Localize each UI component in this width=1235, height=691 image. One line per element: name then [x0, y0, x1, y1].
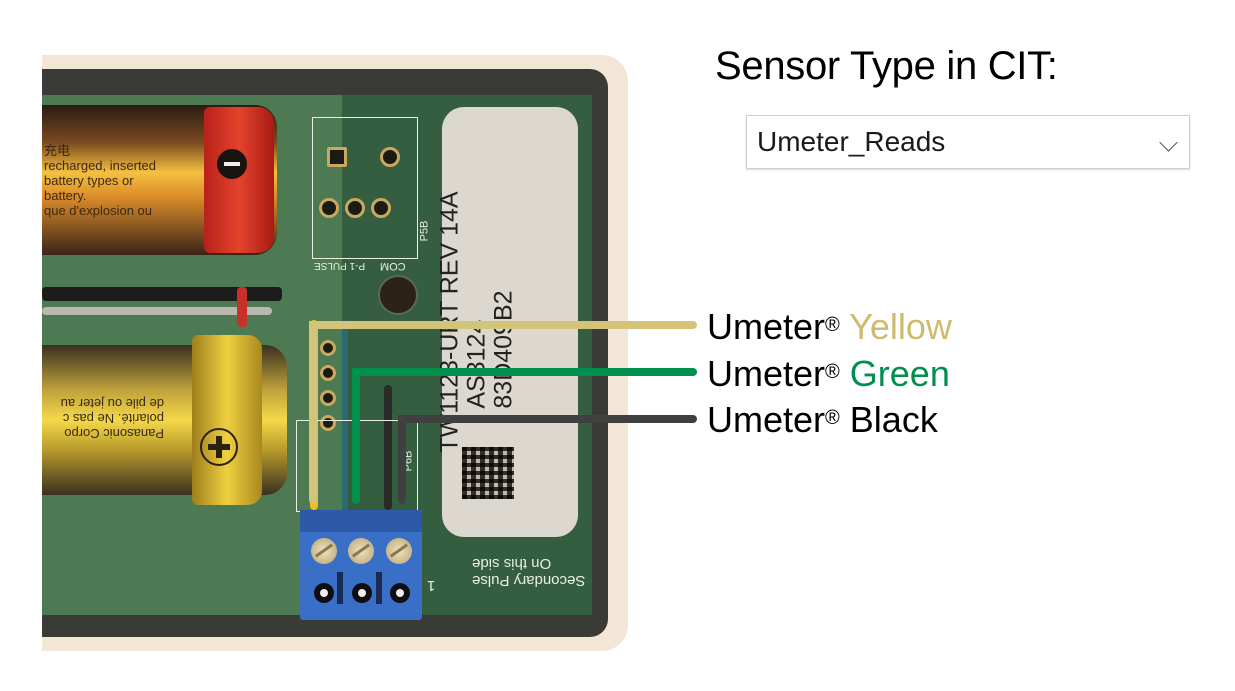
sensor-type-value: Umeter_Reads — [757, 126, 946, 157]
header-pin — [320, 415, 336, 431]
mounting-hole — [378, 275, 418, 315]
wire-red — [237, 287, 247, 327]
leader-line-black — [398, 415, 697, 504]
terminal-hole-2 — [352, 583, 372, 603]
wire-black — [384, 385, 392, 510]
header-pin — [320, 340, 336, 356]
p5b-pin-1 — [327, 147, 347, 167]
leader-line-yellow — [309, 321, 697, 504]
terminal-block — [300, 510, 422, 620]
battery-bottom-cap — [192, 335, 262, 505]
callout-green-wire: Umeter® Green — [707, 353, 950, 394]
terminal-screw-3 — [386, 538, 412, 564]
datamatrix-code — [462, 447, 514, 499]
p5b-pin-4 — [345, 198, 365, 218]
header-pin — [320, 365, 336, 381]
chevron-down-icon[interactable] — [1159, 133, 1178, 152]
callout-black-wire: Umeter® Black — [707, 399, 938, 440]
negative-terminal-icon — [217, 149, 247, 179]
p5b-outline — [312, 117, 418, 259]
callout-color-word: Yellow — [849, 306, 952, 347]
terminal-screw-1 — [311, 538, 337, 564]
terminal-hole-3 — [390, 583, 410, 603]
callout-color-word: Green — [849, 353, 950, 394]
terminal-hole-1 — [314, 583, 334, 603]
battery-top-cap — [204, 107, 274, 253]
wire-bundle — [42, 287, 282, 301]
wire-gray — [42, 307, 272, 315]
p5b-pin-3 — [319, 198, 339, 218]
p5b-pin-5 — [371, 198, 391, 218]
positive-terminal-icon — [200, 428, 238, 466]
header-pin — [320, 390, 336, 406]
battery-top-text: 充电 recharged, inserted battery types or … — [44, 143, 157, 218]
device-photo: P5B COM P-1 PULSE 充电 recharged, inserted… — [42, 55, 628, 651]
sensor-type-select[interactable]: Umeter_Reads — [746, 115, 1190, 169]
p5b-pin-2 — [380, 147, 400, 167]
callout-color-word: Black — [849, 399, 938, 440]
terminal-screw-2 — [348, 538, 374, 564]
sensor-type-heading: Sensor Type in CIT: — [715, 44, 1058, 88]
wire-teal — [342, 320, 348, 510]
leader-line-green — [352, 368, 697, 504]
callout-yellow-wire: Umeter® Yellow — [707, 306, 952, 347]
